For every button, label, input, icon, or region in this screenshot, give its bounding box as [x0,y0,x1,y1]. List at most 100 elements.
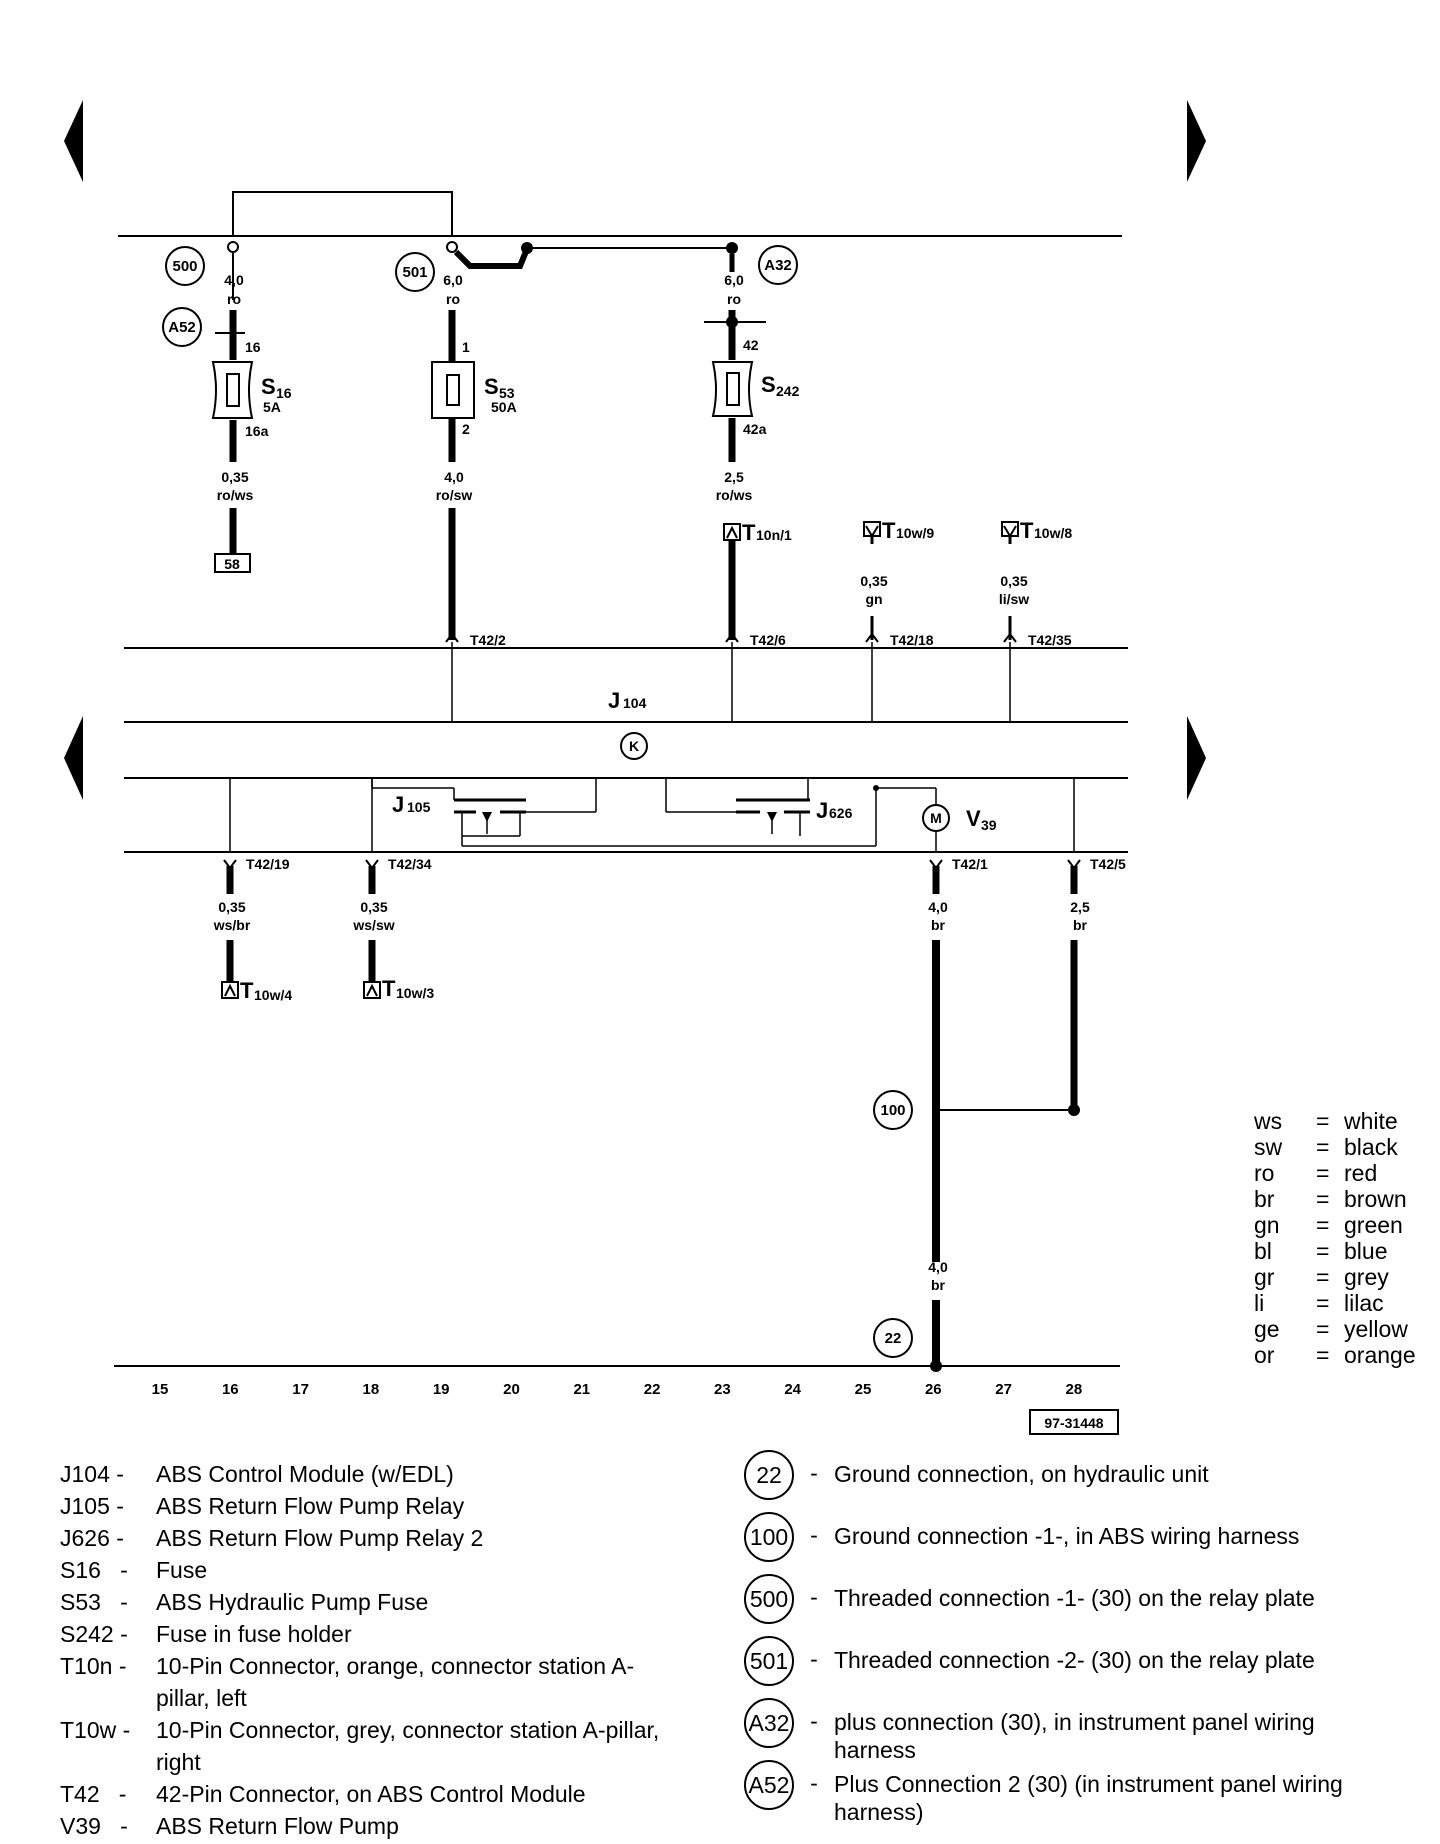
color-equals: = [1316,1342,1330,1368]
track-number: 16 [222,1381,239,1398]
color-code: br [1254,1186,1275,1212]
wire-ground-size: 4,0 [928,1259,948,1275]
connection-dash: - [810,1460,818,1486]
circle-a52-label: A52 [168,319,196,336]
track-number: 26 [925,1381,942,1398]
wire-t42-19-size: 0,35 [218,899,245,915]
next-page-arrow[interactable] [1187,100,1206,182]
wire-501-a32-link [453,247,530,269]
wire-t10w8-size: 0,35 [1000,573,1027,589]
connection-id-circle: 22 [744,1450,794,1500]
circle-501-label: 501 [402,264,427,281]
pin-t42-6-label: T42/6 [750,632,786,648]
pin-t42-1-label: T42/1 [952,856,988,872]
connection-legend-row: 500-Threaded connection -1- (30) on the … [744,1574,1354,1624]
connection-dash: - [810,1584,818,1610]
component-legend-row: T10w -10-Pin Connector, grey, connector … [60,1714,686,1778]
pin-t42-2 [445,632,459,722]
prev-page-arrow-lower[interactable] [64,716,83,800]
connection-description: Ground connection, on hydraulic unit [834,1461,1209,1487]
color-equals: = [1316,1108,1330,1134]
terminal-501 [446,241,458,253]
component-code: V39 - [60,1813,128,1839]
track-number: 20 [503,1381,520,1398]
circle-500-label: 500 [172,258,197,275]
k-diagnosis-symbol [620,732,648,760]
color-legend-row: or=orange [1254,1342,1416,1368]
connection-description: Threaded connection -1- (30) on the rela… [834,1585,1315,1611]
t10w3-sub: 10w/3 [396,985,434,1001]
component-legend-row: J105 -ABS Return Flow Pump Relay [60,1490,686,1522]
s53-sub: 53 [499,385,515,401]
wire-t10w9-size: 0,35 [860,573,887,589]
t10n1-label: T [742,520,756,545]
connection-legend-row: A52-Plus Connection 2 (30) (in instrumen… [744,1760,1354,1826]
pin-t42-5-label: T42/5 [1090,856,1126,872]
circle-a32 [758,245,798,285]
connection-dash: - [810,1770,818,1796]
color-equals: = [1316,1186,1330,1212]
color-legend-row: br=brown [1254,1186,1416,1212]
color-label: red [1344,1160,1378,1186]
t10w4-label: T [240,978,254,1003]
component-legend-row: J104 -ABS Control Module (w/EDL) [60,1458,686,1490]
connector-t10w4-mark [224,983,236,997]
wire-t42-5-size: 2,5 [1070,899,1090,915]
component-legend-row: T10n -10-Pin Connector, orange, connecto… [60,1650,686,1714]
j626-label: J [816,798,828,823]
wire-t42-1-size: 4,0 [928,899,948,915]
circle-22 [873,1318,913,1358]
component-description: Fuse in fuse holder [156,1621,352,1647]
circle-500 [165,246,205,286]
fuse-s53-element [446,374,460,406]
pin-t42-18 [865,616,879,722]
t10w9-sub: 10w/9 [896,525,934,541]
color-equals: = [1316,1134,1330,1160]
s16-pin-out: 16a [245,423,269,439]
color-code: ro [1254,1160,1275,1186]
next-page-arrow-lower[interactable] [1187,716,1206,800]
pin-t42-34-label: T42/34 [388,856,432,872]
k-diagnosis-symbol-label: K [629,738,639,754]
connection-legend-row: 22-Ground connection, on hydraulic unit [744,1450,1354,1500]
connector-t10w9 [863,521,881,537]
connection-id-circle: 501 [744,1636,794,1686]
color-legend-row: li=lilac [1254,1290,1416,1316]
color-label: green [1344,1212,1403,1238]
circle-100 [873,1090,913,1130]
color-label: white [1344,1108,1398,1134]
pin-t42-35-label: T42/35 [1028,632,1072,648]
color-code: ws [1254,1108,1283,1134]
track-number: 25 [855,1381,872,1398]
track-number: 21 [573,1381,590,1398]
connection-description: Ground connection -1-, in ABS wiring har… [834,1523,1300,1549]
connection-legend-row: 501-Threaded connection -2- (30) on the … [744,1636,1354,1686]
color-legend-row: ws = white [1254,1108,1416,1134]
connection-id-circle: A52 [744,1760,794,1810]
connection-description: Plus Connection 2 (30) (in instrument pa… [834,1771,1343,1825]
component-code: T42 - [60,1781,127,1807]
wire-s53-size: 4,0 [444,469,464,485]
component-description: 42-Pin Connector, on ABS Control Module [156,1781,586,1807]
connection-dash: - [810,1708,818,1734]
color-equals: = [1316,1212,1330,1238]
component-description: Fuse [156,1557,208,1583]
v39-sub: 39 [981,817,997,833]
connection-legend-row: A32-plus connection (30), in instrument … [744,1698,1354,1764]
wire-501-color: ro [446,291,460,307]
component-description: ABS Return Flow Pump Relay 2 [156,1525,484,1551]
component-legend-row: J626 - ABS Return Flow Pump Relay 2 [60,1522,686,1554]
circle-a52 [162,307,202,347]
t10n1-sub: 10n/1 [756,527,792,543]
connection-dash: - [810,1522,818,1548]
pin-t42-35 [1003,616,1017,722]
connection-dash: - [810,1646,818,1672]
wire-s53-color: ro/sw [436,487,473,503]
v39-label: V [966,806,981,831]
wire-s16-color: ro/ws [217,487,254,503]
component-code: J626 - [60,1525,124,1551]
prev-page-arrow[interactable] [64,100,83,182]
motor-v39-symbol: M [930,810,942,826]
